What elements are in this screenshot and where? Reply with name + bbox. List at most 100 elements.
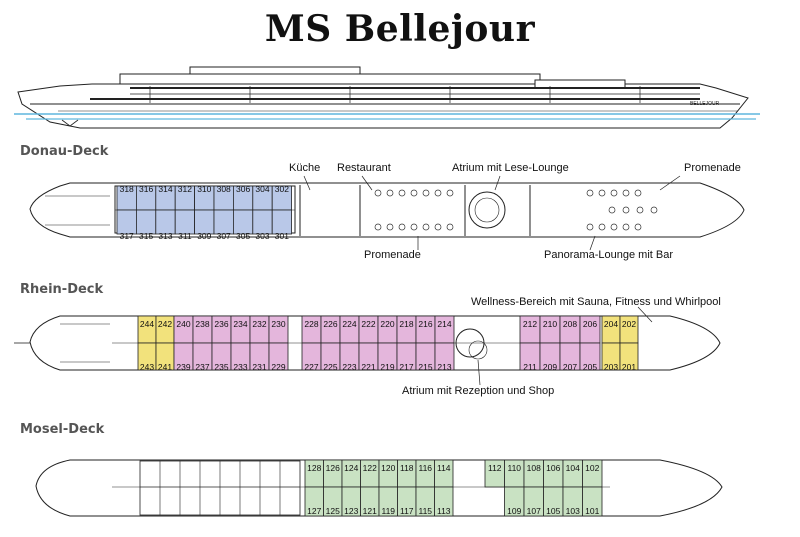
cabin-number-302: 302 [275, 184, 289, 194]
cabin-number-235: 235 [214, 362, 228, 372]
cabin-number-306: 306 [236, 184, 250, 194]
cabin-number-312: 312 [178, 184, 192, 194]
cabin-number-107: 107 [527, 506, 541, 516]
hull-name-label: BELLEJOUR [690, 101, 720, 107]
cabin-number-225: 225 [323, 362, 337, 372]
label-restaurant: Restaurant [337, 162, 391, 174]
cabin-205 [579, 342, 601, 371]
cabin-number-109: 109 [507, 506, 521, 516]
cabin-number-215: 215 [418, 362, 432, 372]
cabin-201 [619, 342, 639, 371]
cabin-number-307: 307 [217, 231, 231, 241]
cabin-number-204: 204 [604, 319, 618, 329]
cabin-number-219: 219 [380, 362, 394, 372]
cabin-number-208: 208 [563, 319, 577, 329]
cabin-number-229: 229 [271, 362, 285, 372]
cabin-number-201: 201 [622, 362, 636, 372]
cabin-number-203: 203 [604, 362, 618, 372]
cabin-number-119: 119 [381, 506, 395, 516]
cabin-number-240: 240 [176, 319, 190, 329]
cabin-number-227: 227 [304, 362, 318, 372]
label-pointers [303, 175, 681, 386]
cabin-number-212: 212 [523, 319, 537, 329]
cabin-number-223: 223 [342, 362, 356, 372]
cabin-number-123: 123 [344, 506, 358, 516]
cabin-number-217: 217 [399, 362, 413, 372]
cabin-number-214: 214 [437, 319, 451, 329]
cabin-number-314: 314 [158, 184, 172, 194]
cabin-number-232: 232 [252, 319, 266, 329]
cabin-number-315: 315 [139, 231, 153, 241]
cabin-number-228: 228 [304, 319, 318, 329]
page-title: MS Bellejour [264, 8, 536, 50]
mosel-deck-title: Mosel-Deck [20, 422, 105, 437]
cabin-number-221: 221 [361, 362, 375, 372]
cabin-number-121: 121 [363, 506, 377, 516]
cabin-number-207: 207 [563, 362, 577, 372]
cabin-number-210: 210 [543, 319, 557, 329]
cabin-number-110: 110 [507, 463, 521, 473]
cabin-number-218: 218 [399, 319, 413, 329]
cabin-number-237: 237 [195, 362, 209, 372]
cabin-number-231: 231 [252, 362, 266, 372]
cabin-number-317: 317 [120, 231, 134, 241]
rhein-deck-title: Rhein-Deck [20, 282, 104, 297]
cabin-number-316: 316 [139, 184, 153, 194]
cabin-number-209: 209 [543, 362, 557, 372]
cabin-number-236: 236 [214, 319, 228, 329]
cabin-number-216: 216 [418, 319, 432, 329]
cabin-number-115: 115 [418, 506, 432, 516]
label-kueche: Küche [289, 162, 321, 174]
cabin-number-128: 128 [307, 463, 321, 473]
label-wellness-bereich: Wellness-Bereich mit Sauna, Fitness und … [471, 296, 721, 308]
cabin-number-238: 238 [195, 319, 209, 329]
cabin-113 [434, 486, 454, 517]
cabin-number-116: 116 [418, 463, 432, 473]
cabin-number-224: 224 [342, 319, 356, 329]
cabin-number-103: 103 [566, 506, 580, 516]
cabin-number-108: 108 [527, 463, 541, 473]
cabin-number-220: 220 [380, 319, 394, 329]
cabin-number-117: 117 [400, 506, 414, 516]
cabin-number-318: 318 [120, 184, 134, 194]
label-panorama-lounge: Panorama-Lounge mit Bar [544, 249, 674, 261]
cabin-number-239: 239 [176, 362, 190, 372]
label-promenade-bottom: Promenade [364, 249, 421, 261]
cabin-number-211: 211 [523, 362, 537, 372]
cabin-number-303: 303 [255, 231, 269, 241]
cabin-number-213: 213 [437, 362, 451, 372]
cabin-number-202: 202 [622, 319, 636, 329]
cabin-number-304: 304 [255, 184, 269, 194]
cabin-number-308: 308 [217, 184, 231, 194]
cabin-229 [268, 342, 289, 371]
cabin-number-127: 127 [307, 506, 321, 516]
donau-deck-seating [374, 189, 658, 231]
cabin-number-313: 313 [158, 231, 172, 241]
cabin-number-305: 305 [236, 231, 250, 241]
cabin-number-243: 243 [140, 362, 154, 372]
cabin-number-105: 105 [546, 506, 560, 516]
cabin-number-126: 126 [326, 463, 340, 473]
cabin-number-122: 122 [363, 463, 377, 473]
label-atrium-rezeption: Atrium mit Rezeption und Shop [402, 385, 555, 397]
cabin-number-206: 206 [583, 319, 597, 329]
cabin-number-233: 233 [233, 362, 247, 372]
cabin-number-205: 205 [583, 362, 597, 372]
cabin-number-222: 222 [361, 319, 375, 329]
cabin-number-234: 234 [233, 319, 247, 329]
donau-deck-title: Donau-Deck [20, 144, 109, 159]
cabin-number-102: 102 [585, 463, 599, 473]
cabin-number-125: 125 [326, 506, 340, 516]
cabin-number-242: 242 [158, 319, 172, 329]
cabin-101 [582, 486, 603, 517]
cabin-number-120: 120 [381, 463, 395, 473]
cabin-number-114: 114 [437, 463, 451, 473]
cabin-number-101: 101 [585, 506, 599, 516]
cabin-301 [271, 209, 293, 235]
label-promenade-top: Promenade [684, 162, 741, 174]
cabin-number-309: 309 [197, 231, 211, 241]
cabin-number-112: 112 [488, 463, 502, 473]
